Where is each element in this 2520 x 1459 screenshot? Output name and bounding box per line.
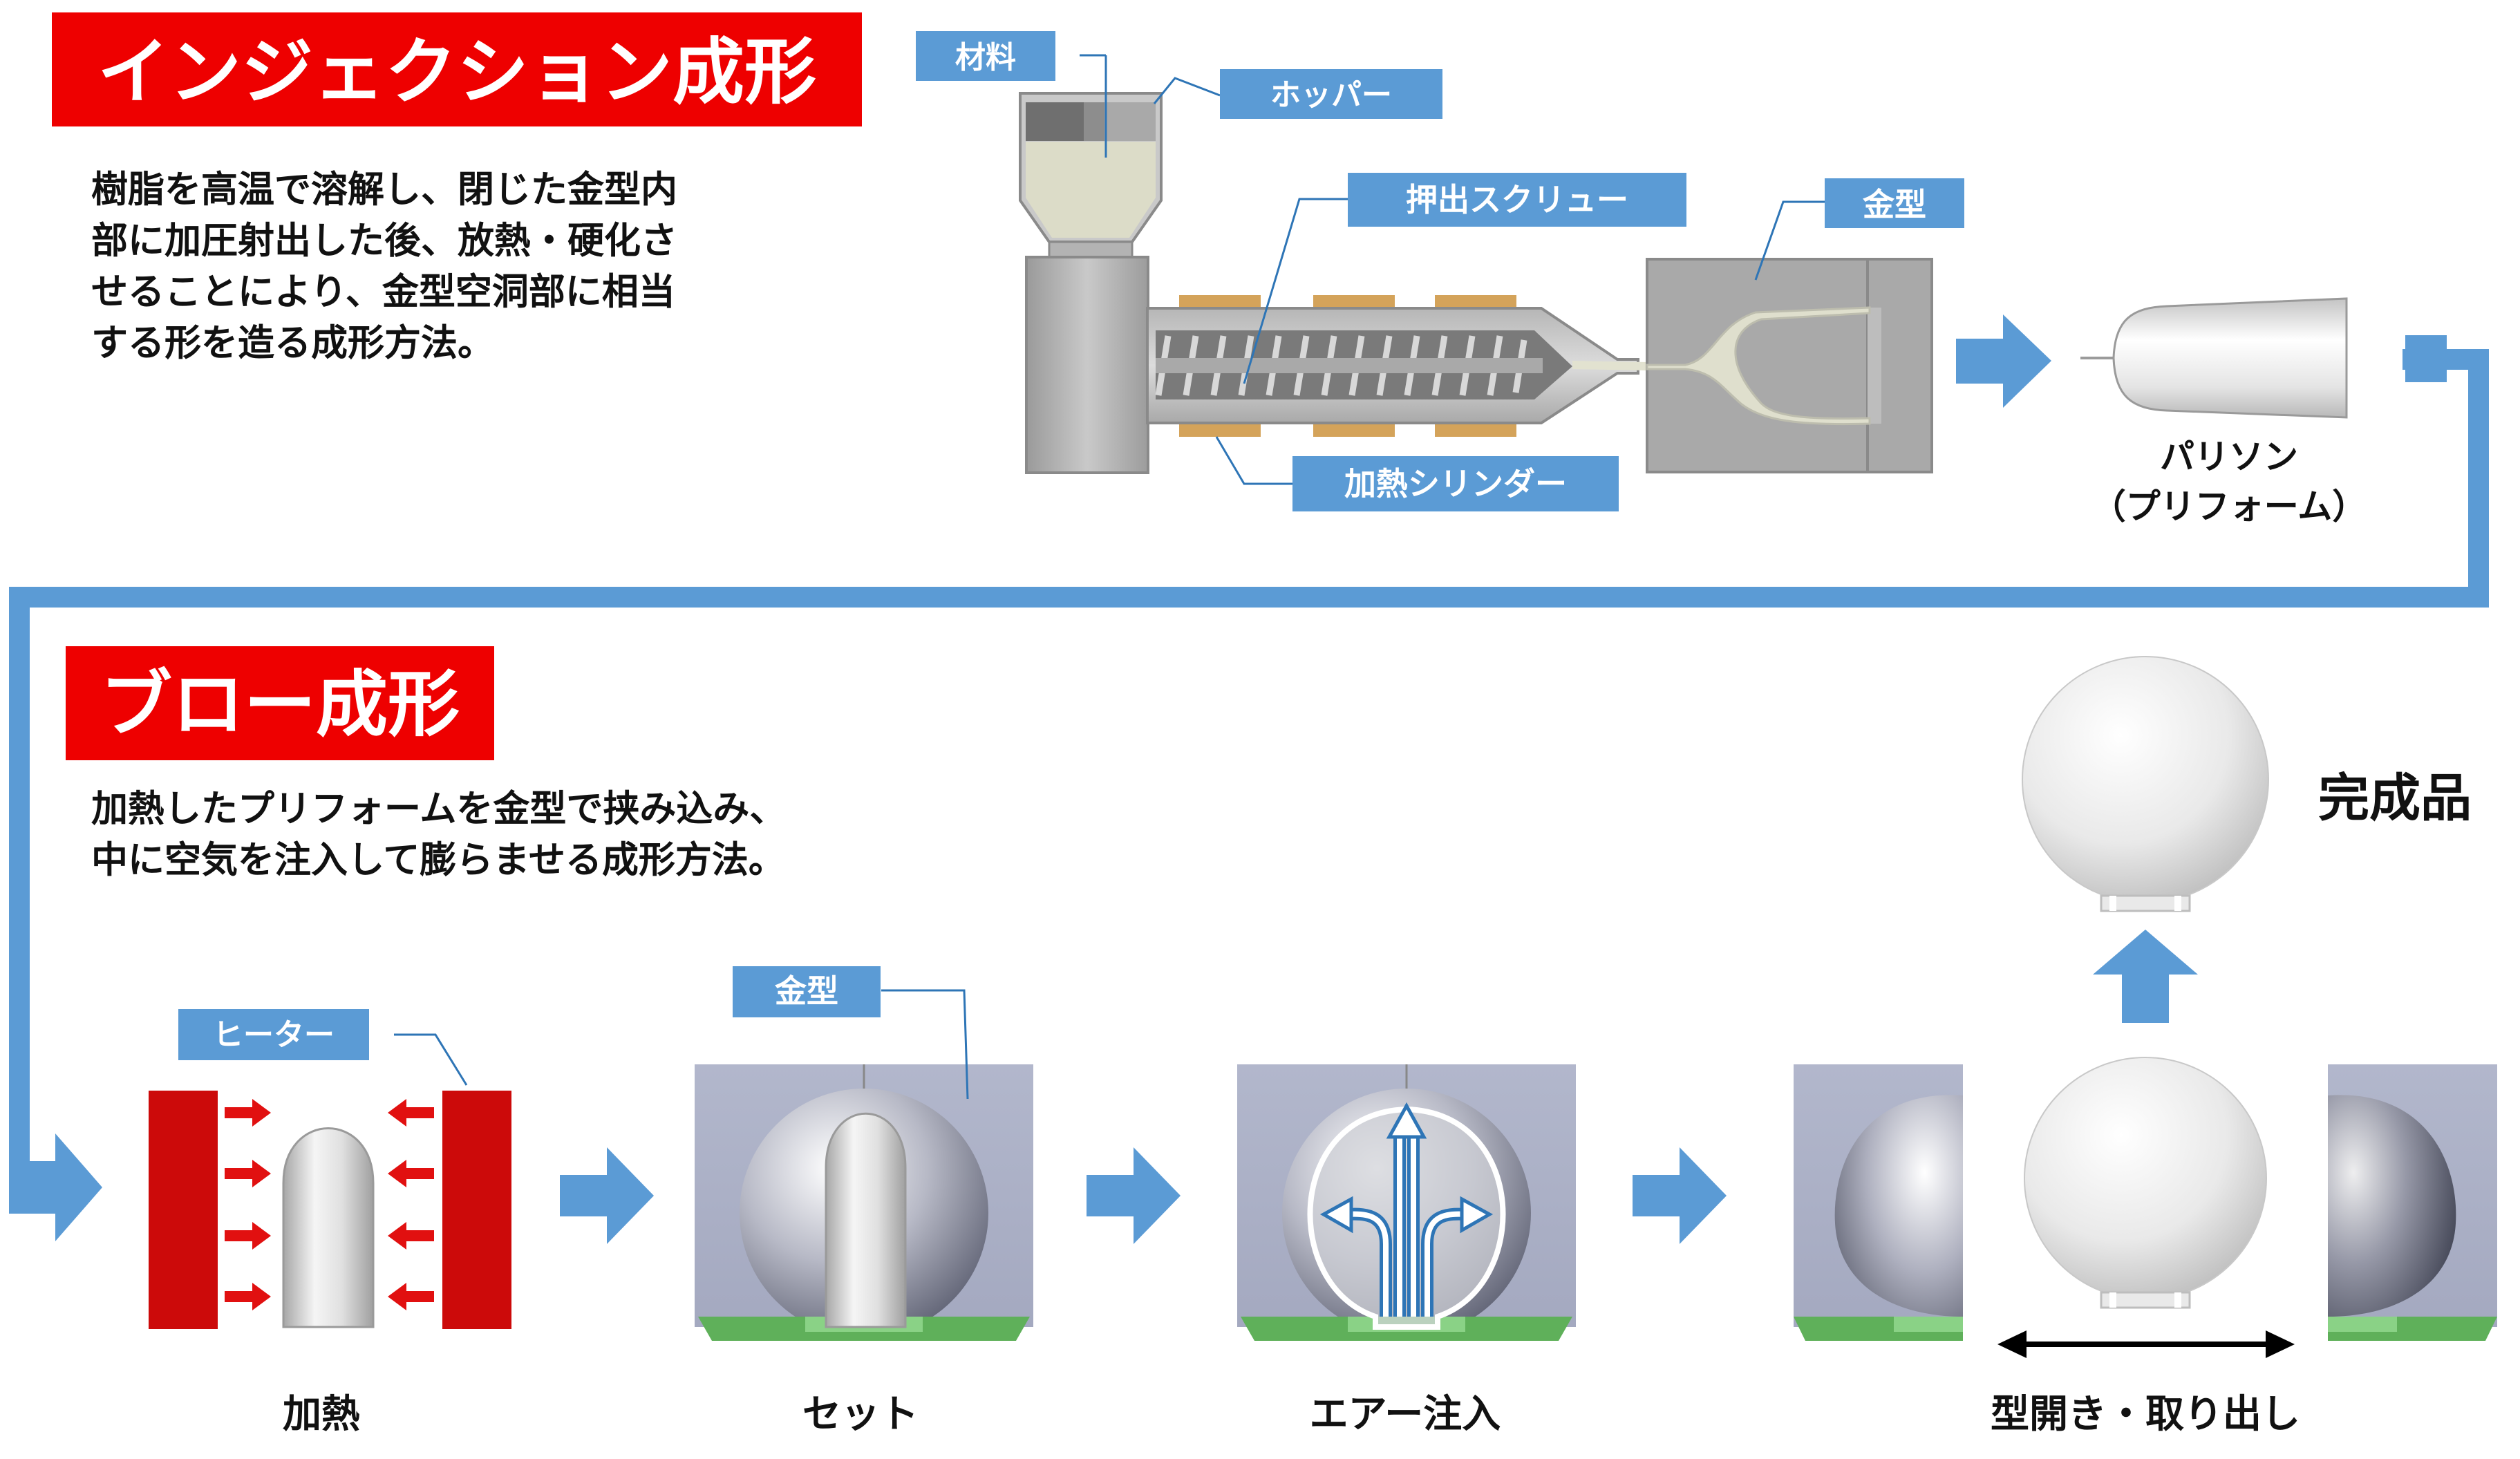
flow-connector <box>9 349 2489 1185</box>
blow-title: ブロー成形 <box>100 662 460 746</box>
blow-desc-line-2: 中に空気を注入して膨らませる成形方法。 <box>91 839 785 881</box>
hopper-material <box>1026 142 1156 238</box>
label-heater: ヒーター <box>213 1017 335 1053</box>
step-caption-air: エアー注入 <box>1310 1392 1501 1437</box>
heater-right <box>442 1091 511 1329</box>
double-arrow-icon <box>1997 1330 2295 1358</box>
mold-cavity <box>1646 306 1871 426</box>
step-caption-set: セット <box>802 1392 919 1437</box>
parison-label-line-2: （プリフォーム） <box>2091 487 2367 527</box>
injection-desc-line-3: せることにより、金型空洞部に相当 <box>91 271 675 313</box>
blow-description: 加熱したプリフォームを金型で挟み込み、 中に空気を注入して膨らませる成形方法。 <box>91 788 786 881</box>
injection-desc-line-4: する形を造る成形方法。 <box>91 322 494 364</box>
right-arrow-icon <box>1087 1147 1181 1244</box>
callout-screw: 押出スクリュー <box>1243 173 1686 384</box>
step-set <box>695 1064 1033 1341</box>
heater-left <box>149 1091 218 1329</box>
parison <box>2080 297 2348 419</box>
injection-machine <box>1019 92 1933 474</box>
callout-heater: ヒーター <box>178 1009 468 1086</box>
molded-ball <box>2024 1057 2267 1309</box>
mold-half-left <box>1794 1064 1963 1341</box>
label-material: 材料 <box>955 40 1016 75</box>
step-captions: 加熱 セット エアー注入 型開き・取り出し <box>283 1392 2300 1437</box>
feed-block <box>1025 256 1149 474</box>
step-caption-heating: 加熱 <box>283 1392 360 1437</box>
injection-title-box: インジェクション成形 <box>52 12 862 126</box>
callout-hopper: ホッパー <box>1153 69 1442 119</box>
preform <box>282 1127 375 1328</box>
right-arrow-icon <box>9 1133 102 1241</box>
heat-arrow-icon <box>225 1099 434 1310</box>
heater-bands <box>1179 295 1516 437</box>
step-caption-open: 型開き・取り出し <box>1991 1392 2300 1437</box>
step-heating <box>149 1091 511 1329</box>
step-mold-open <box>1794 1057 2497 1358</box>
callout-blow-mold: 金型 <box>733 966 969 1100</box>
label-blow-mold: 金型 <box>774 972 838 1010</box>
blow-desc-line-1: 加熱したプリフォームを金型で挟み込み、 <box>91 788 786 830</box>
parison-label: パリソン （プリフォーム） <box>2091 437 2367 527</box>
callout-material: 材料 <box>916 31 1107 158</box>
right-arrow-icon <box>1956 314 2051 408</box>
preform-set <box>825 1112 907 1328</box>
parison-label-line-1: パリソン <box>2160 437 2298 477</box>
mold-half-right <box>2328 1064 2497 1341</box>
label-screw: 押出スクリュー <box>1406 181 1628 218</box>
right-arrow-icon <box>560 1147 654 1244</box>
label-cylinder: 加熱シリンダー <box>1344 465 1567 502</box>
finished-label: 完成品 <box>2318 769 2472 828</box>
blow-title-box: ブロー成形 <box>66 646 494 760</box>
step-air-injection <box>1237 1064 1576 1341</box>
label-injection-mold: 金型 <box>1862 186 1926 223</box>
callout-cylinder: 加熱シリンダー <box>1215 436 1619 511</box>
injection-title: インジェクション成形 <box>97 30 816 114</box>
callout-injection-mold: 金型 <box>1754 178 1964 281</box>
injection-desc-line-2: 部に加圧射出した後、放熱・硬化さ <box>91 220 677 262</box>
right-arrow-icon <box>1633 1147 1727 1244</box>
finished-product <box>2022 656 2269 912</box>
injection-description: 樹脂を高温で溶解し、閉じた金型内 部に加圧射出した後、放熱・硬化さ せることによ… <box>91 169 677 364</box>
label-hopper: ホッパー <box>1270 77 1392 113</box>
up-arrow-icon <box>2093 930 2198 1023</box>
injection-desc-line-1: 樹脂を高温で溶解し、閉じた金型内 <box>91 169 677 211</box>
